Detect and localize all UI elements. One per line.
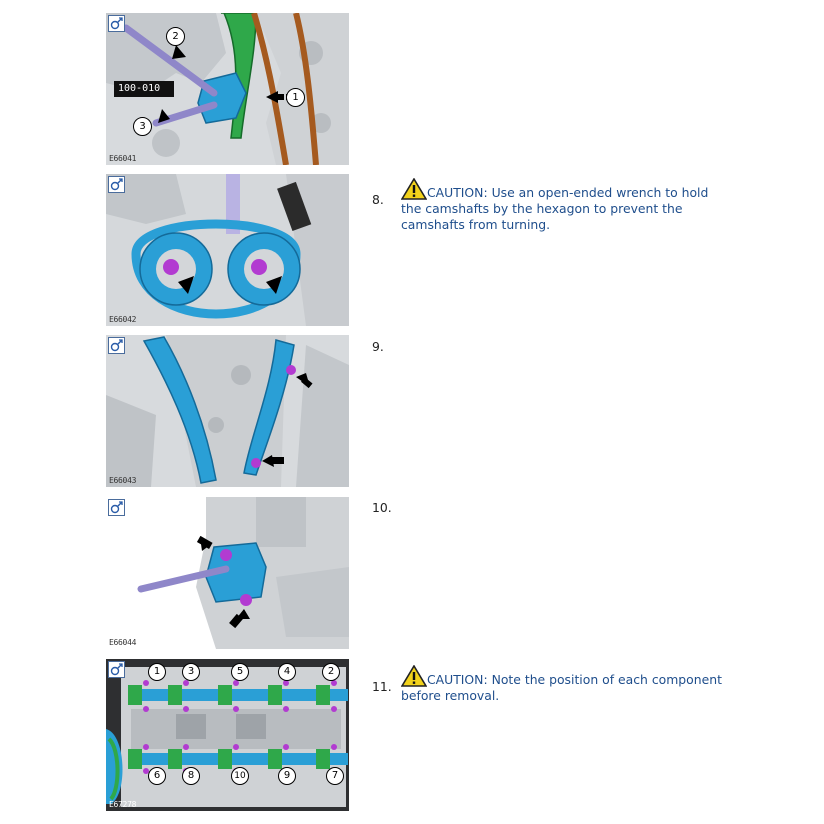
caution-label: CAUTION: (427, 672, 488, 687)
warning-icon (401, 178, 427, 200)
step-number: 9. (372, 339, 384, 354)
figure-id: E66042 (109, 315, 137, 324)
warning-icon (401, 665, 427, 687)
zoom-icon[interactable] (108, 176, 125, 193)
figure-id: E66041 (109, 154, 137, 163)
figure-id: E66043 (109, 476, 137, 485)
engine-illustration (106, 659, 349, 811)
callout-top-2: 2 (322, 663, 340, 681)
engine-illustration (106, 13, 349, 165)
step-text: CAUTION: Use an open-ended wrench to hol… (401, 178, 731, 233)
engine-illustration (106, 497, 349, 649)
figure-id: E66044 (109, 638, 137, 647)
callout-top-4: 4 (278, 663, 296, 681)
callout-2: 2 (166, 27, 185, 46)
figure-e66043: E66043 (106, 335, 349, 487)
callout-3: 3 (133, 117, 152, 136)
callout-top-3: 3 (182, 663, 200, 681)
zoom-icon[interactable] (108, 337, 125, 354)
zoom-icon[interactable] (108, 661, 125, 678)
zoom-icon[interactable] (108, 15, 125, 32)
tool-label: 100-010 (118, 83, 161, 94)
step-number: 11. (372, 679, 392, 694)
step-8-text: Use an open-ended wrench to hold the cam… (401, 185, 709, 232)
engine-illustration (106, 335, 349, 487)
figure-id: E67278 (109, 800, 137, 809)
callout-1: 1 (286, 88, 305, 107)
callout-top-1: 1 (148, 663, 166, 681)
callout-bottom-10: 10 (231, 767, 249, 785)
figure-e66044: E66044 (106, 497, 349, 649)
callout-bottom-9: 9 (278, 767, 296, 785)
step-number: 8. (372, 192, 384, 207)
callout-bottom-6: 6 (148, 767, 166, 785)
figure-e66041: 100-010 1 2 3 E66041 (106, 13, 349, 165)
step-11-text: Note the position of each component befo… (401, 672, 722, 703)
caution-label: CAUTION: (427, 185, 488, 200)
figure-e66042: E66042 (106, 174, 349, 326)
engine-illustration (106, 174, 349, 326)
step-number: 10. (372, 500, 392, 515)
callout-bottom-8: 8 (182, 767, 200, 785)
zoom-icon[interactable] (108, 499, 125, 516)
callout-bottom-7: 7 (326, 767, 344, 785)
step-text: CAUTION: Note the position of each compo… (401, 665, 731, 704)
figure-e67278: 1 3 5 4 2 6 8 10 9 7 E67278 (106, 659, 349, 811)
callout-top-5: 5 (231, 663, 249, 681)
